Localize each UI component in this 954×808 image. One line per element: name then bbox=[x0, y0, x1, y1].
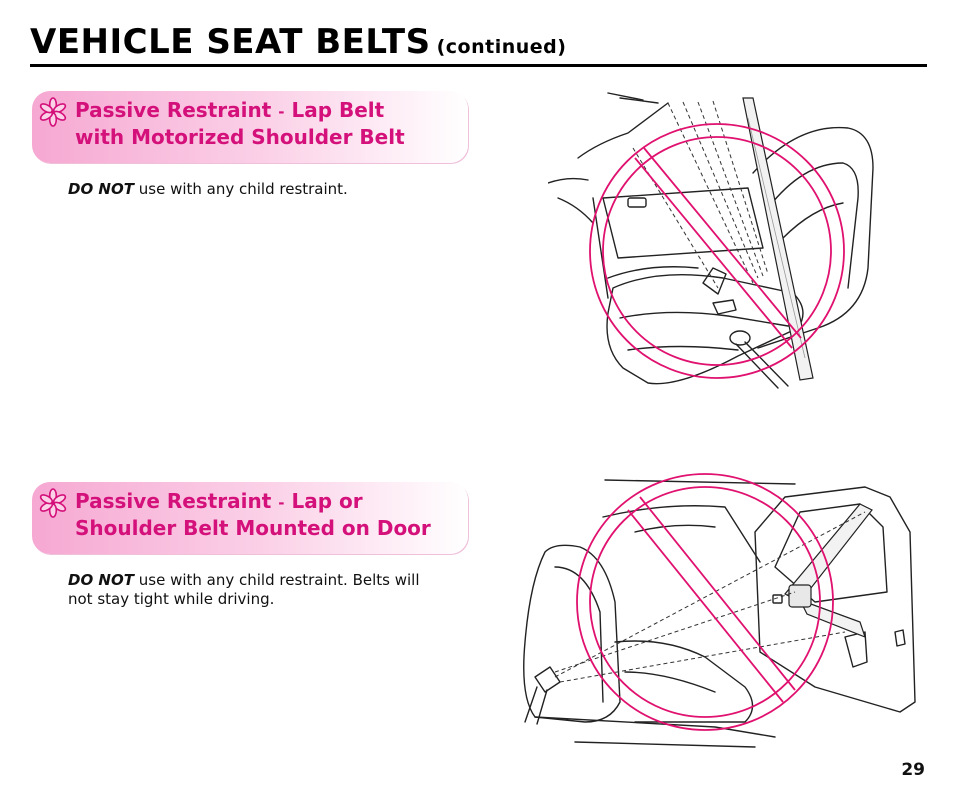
pink-asterisk-flower-icon bbox=[39, 97, 67, 127]
prohibition-circle-icon bbox=[576, 473, 834, 731]
title-main: VEHICLE SEAT BELTS bbox=[30, 22, 431, 62]
section-warning-text: DO NOT use with any child restraint. bbox=[68, 180, 348, 198]
title-rule bbox=[30, 64, 927, 67]
title-continued: (continued) bbox=[436, 36, 567, 58]
do-not-label: DO NOT bbox=[68, 571, 134, 589]
do-not-label: DO NOT bbox=[68, 180, 134, 198]
page-number: 29 bbox=[901, 760, 925, 780]
page-title: VEHICLE SEAT BELTS(continued) bbox=[30, 22, 566, 62]
prohibition-circle-icon bbox=[589, 123, 845, 379]
illustration-door-belt-prohibited bbox=[523, 473, 916, 748]
section-warning-text: DO NOT use with any child restraint. Bel… bbox=[68, 571, 420, 608]
pink-asterisk-flower-icon bbox=[39, 488, 67, 518]
illustration-motorized-belt-prohibited bbox=[548, 92, 874, 389]
